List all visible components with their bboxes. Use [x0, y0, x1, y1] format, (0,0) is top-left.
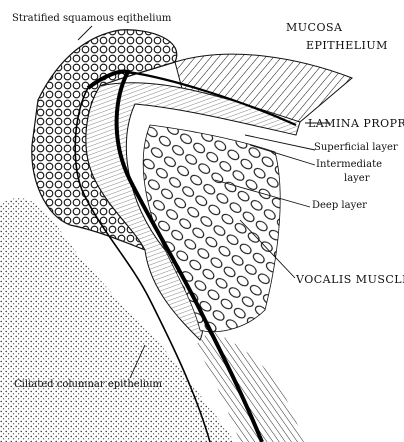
label-lamina-propria: LAMINA PROPRIA [308, 118, 404, 129]
label-deep-layer: Deep layer [312, 201, 367, 211]
label-stratified-epithelium: Stratified squamous eqithelium [12, 14, 171, 24]
label-epithelium: EPITHELIUM [306, 40, 388, 51]
label-intermediate-layer-line1: Intermediate [316, 160, 382, 170]
label-ciliated-epithelium: Ciliated columnar epithelium [14, 380, 162, 390]
label-superficial-layer: Superficial layer [314, 143, 398, 153]
label-intermediate-layer-line2: layer [344, 174, 370, 184]
label-mucosa: MUCOSA [286, 22, 342, 33]
label-vocalis-muscle: VOCALIS MUSCLE [296, 274, 404, 285]
